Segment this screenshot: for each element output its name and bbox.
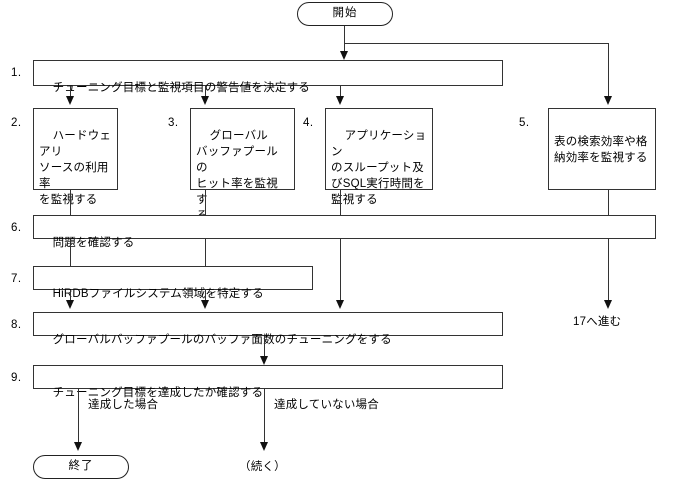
connector-box3-to-box6 [205,190,206,215]
arrowhead-to-box2 [66,96,74,105]
connector-box9-to-end [78,389,79,445]
connector-box2-to-box6 [70,190,71,215]
process-box-5: 表の検索効率や格 納効率を監視する [548,108,656,190]
step-number-4: 4. [303,117,314,129]
process-box-6: 問題を確認する [33,215,656,249]
process-box-8: グローバルバッファプールのバッファ面数のチューニングをする [33,312,503,346]
arrowhead-box7-to-box8-b [201,300,209,309]
step-number-5: 5. [519,117,530,129]
arrowhead-to-box3 [201,96,209,105]
step-number-1: 1. [11,67,22,79]
arrowhead-to-goto-17 [604,300,612,309]
connector-box7-down-b [205,290,206,303]
process-box-5-label: 表の検索効率や格 納効率を監視する [554,135,648,164]
connector-start-to-box1 [344,43,345,53]
connector-start-right [344,43,609,44]
arrowhead-to-box9 [260,356,268,365]
connector-box7-down-a [70,290,71,303]
step-number-2: 2. [11,117,22,129]
process-box-1-label: チューニング目標と監視項目の警告値を決定する [52,82,310,94]
process-box-1: チューニング目標と監視項目の警告値を決定する [33,60,503,94]
arrowhead-box6-to-box8-c [336,300,344,309]
connector-start-down [344,26,345,44]
step-number-8: 8. [11,319,22,331]
connector-branch5-down [608,43,609,98]
branch-label-not-achieved: 達成していない場合 [274,399,379,411]
terminal-end: 終了 [33,455,129,479]
connector-box6-down-b [205,239,206,267]
step-number-7: 7. [11,273,22,285]
connector-box9-to-continue [264,389,265,445]
continue-label: （続く） [239,461,286,473]
connector-box8-to-box9 [264,336,265,359]
arrowhead-to-box1 [340,51,348,60]
connector-box1-down-b [205,86,206,98]
process-box-6-label: 問題を確認する [52,237,135,249]
process-box-7: HiRDBファイルシステム領域を特定する [33,266,313,300]
connector-box1-down-a [70,86,71,98]
process-box-4-label: アプリケーション のスループット及 びSQL実行時間を 監視する [331,130,427,206]
process-box-9: チューニング目標を達成したか確認する [33,365,503,399]
connector-box6-down-c [340,239,341,303]
arrowhead-to-box5 [604,96,612,105]
process-box-8-label: グローバルバッファプールのバッファ面数のチューニングをする [52,334,392,346]
arrowhead-to-box4 [336,96,344,105]
process-box-7-label: HiRDBファイルシステム領域を特定する [52,288,264,300]
terminal-end-label: 終了 [68,460,94,473]
process-box-2-label: ハードウェアリ ソースの利用率 を監視する [39,130,112,206]
arrowhead-to-continue [260,442,268,451]
arrowhead-to-terminal-end [74,442,82,451]
step-number-6: 6. [11,222,22,234]
terminal-start: 開始 [297,2,393,26]
process-box-3: グローバル バッファプールの ヒット率を監視す る [190,108,295,222]
connector-box4-to-box6 [340,190,341,215]
process-box-9-label: チューニング目標を達成したか確認する [52,387,264,399]
process-box-4: アプリケーション のスループット及 びSQL実行時間を 監視する [325,108,433,206]
terminal-start-label: 開始 [332,7,358,20]
process-box-3-label: グローバル バッファプールの ヒット率を監視す る [196,130,278,222]
step-number-3: 3. [168,117,179,129]
step-number-9: 9. [11,372,22,384]
goto-17-label: 17へ進む [573,316,622,328]
arrowhead-box7-to-box8-a [66,300,74,309]
connector-box6-down-a [70,239,71,267]
process-box-2: ハードウェアリ ソースの利用率 を監視する [33,108,118,206]
connector-box5-down [608,190,609,303]
connector-box1-down-c [340,86,341,98]
branch-label-achieved: 達成した場合 [88,399,159,411]
